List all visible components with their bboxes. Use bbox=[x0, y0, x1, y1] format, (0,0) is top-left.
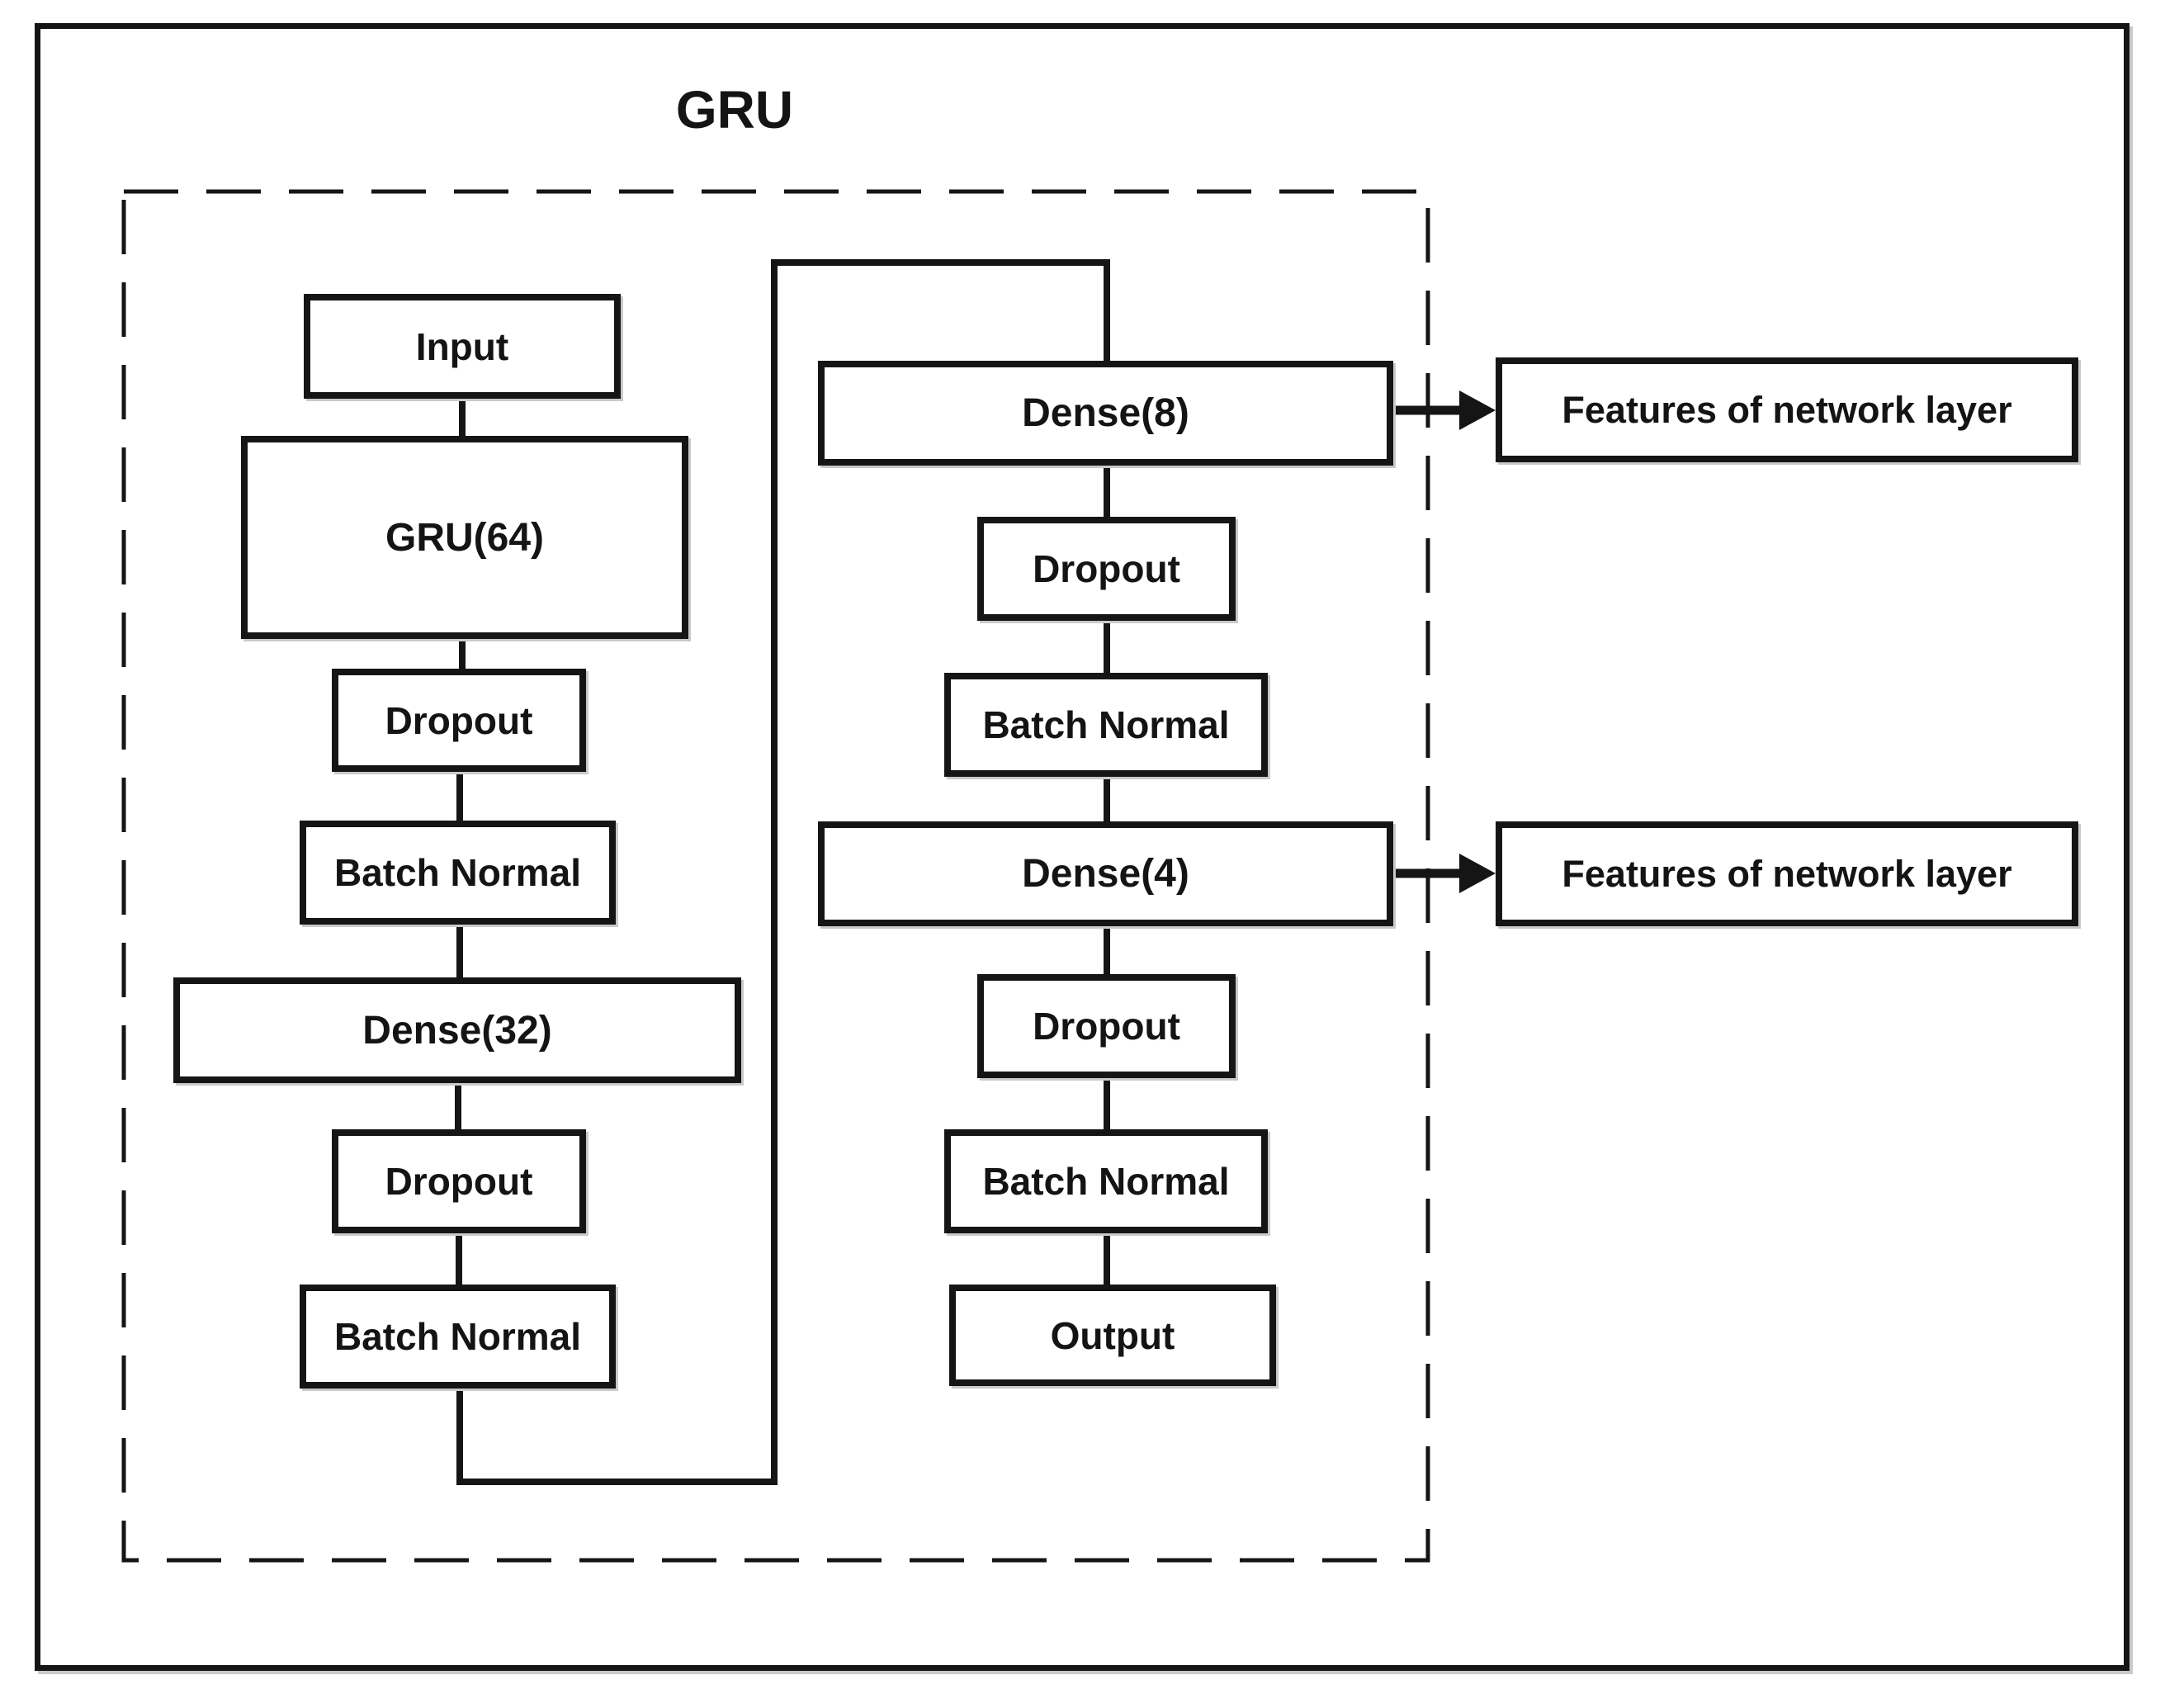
diagram-title: GRU bbox=[675, 80, 794, 140]
node-dense32: Dense(32) bbox=[173, 977, 741, 1083]
feature-arrow-top bbox=[1390, 390, 1496, 430]
node-dropout-3: Dropout bbox=[977, 517, 1236, 621]
node-gru64: GRU(64) bbox=[241, 436, 688, 639]
node-batch-normal-2: Batch Normal bbox=[300, 1285, 616, 1389]
node-input: Input bbox=[304, 294, 621, 399]
outer-border bbox=[35, 23, 2130, 1671]
features-of-network-layer-top: Features of network layer bbox=[1496, 357, 2078, 462]
node-batch-normal-4: Batch Normal bbox=[944, 1129, 1268, 1233]
node-batch-normal-1: Batch Normal bbox=[300, 821, 616, 925]
features-of-network-layer-bottom: Features of network layer bbox=[1496, 821, 2078, 926]
node-dense8: Dense(8) bbox=[818, 361, 1393, 466]
node-dropout-2: Dropout bbox=[332, 1129, 586, 1233]
arrow-right-icon bbox=[1459, 390, 1496, 430]
node-dropout-4: Dropout bbox=[977, 974, 1236, 1078]
node-dropout-1: Dropout bbox=[332, 669, 586, 772]
node-batch-normal-3: Batch Normal bbox=[944, 673, 1268, 777]
node-dense4: Dense(4) bbox=[818, 821, 1393, 926]
node-output: Output bbox=[949, 1285, 1276, 1386]
arrow-right-icon bbox=[1459, 854, 1496, 893]
edge-leftcolumn-to-dense8 bbox=[456, 259, 1110, 1485]
feature-arrow-bottom bbox=[1390, 854, 1496, 893]
layer-edges bbox=[455, 259, 1110, 1485]
